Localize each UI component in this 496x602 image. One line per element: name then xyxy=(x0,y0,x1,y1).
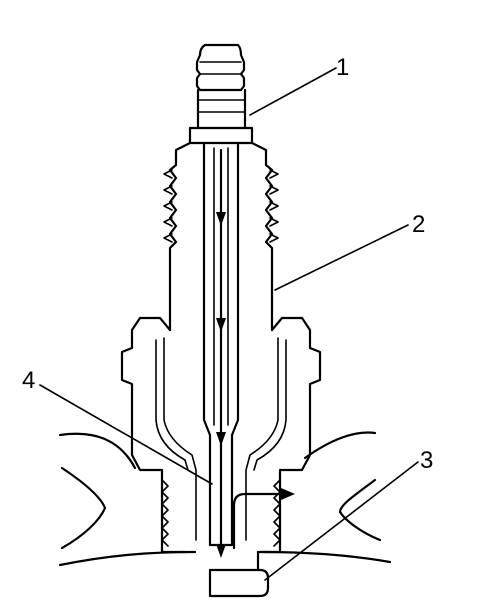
callout-3: 3 xyxy=(420,447,433,474)
callout-1: 1 xyxy=(336,54,349,81)
current-flow-arrows xyxy=(216,148,295,558)
leader-lines xyxy=(39,67,419,581)
callout-4: 4 xyxy=(22,367,35,394)
insulator xyxy=(163,141,279,332)
terminal-stud xyxy=(188,88,254,145)
metal-shell xyxy=(120,316,322,554)
threads xyxy=(161,479,281,547)
ground-electrode xyxy=(208,550,270,598)
terminal-nut xyxy=(195,43,246,92)
callout-2: 2 xyxy=(412,211,425,238)
